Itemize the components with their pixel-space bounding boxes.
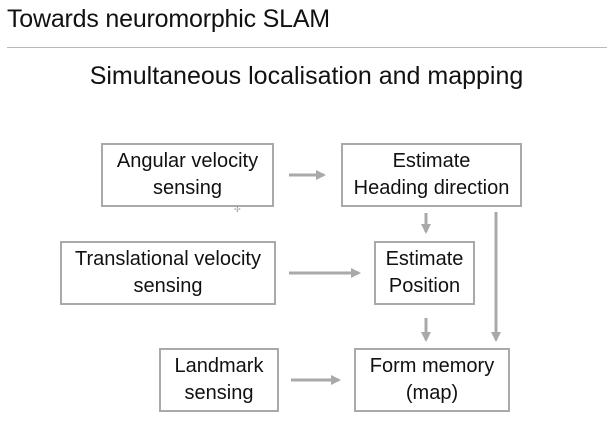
node-label-line2: sensing <box>184 382 254 404</box>
node-label-line1: Estimate <box>392 150 471 172</box>
node-label-line1: Angular velocity <box>116 150 259 172</box>
node-label-line1: Form memory <box>369 355 495 377</box>
node-estimate-position: Estimate Position <box>374 241 475 305</box>
slide-subtitle: Simultaneous localisation and mapping <box>89 62 524 90</box>
node-translational-velocity-sensing: Translational velocity sensing <box>60 241 276 305</box>
node-label-line2: Heading direction <box>353 177 510 199</box>
node-label-line2: (map) <box>405 382 459 404</box>
node-landmark-sensing: Landmark sensing <box>159 348 279 412</box>
node-label-line2: Position <box>388 275 461 297</box>
cursor-mark-icon: ✢ <box>234 205 241 214</box>
node-label-line2: sensing <box>153 177 222 199</box>
node-label-line2: sensing <box>133 275 203 297</box>
node-angular-velocity-sensing: Angular velocity sensing <box>101 143 274 207</box>
node-form-memory: Form memory (map) <box>354 348 510 412</box>
node-label-line1: Estimate <box>385 248 464 270</box>
slide-title: Towards neuromorphic SLAM <box>7 5 330 33</box>
title-divider <box>7 47 607 48</box>
node-label-line1: Landmark <box>174 355 264 377</box>
node-label-line1: Translational velocity <box>74 248 261 270</box>
node-estimate-heading: Estimate Heading direction <box>341 143 522 207</box>
